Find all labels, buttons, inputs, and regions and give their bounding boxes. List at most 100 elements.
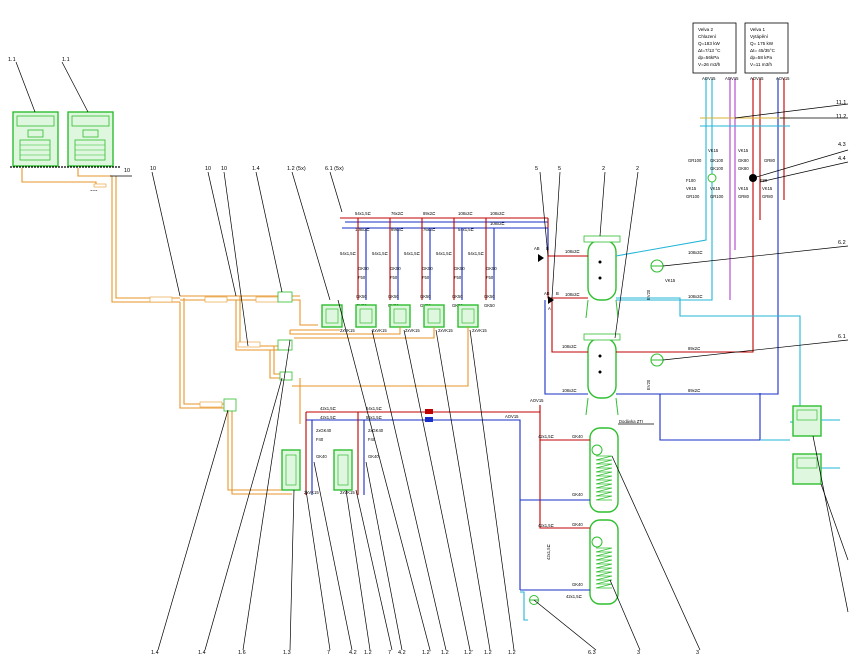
- svg-text:1.4: 1.4: [198, 650, 206, 656]
- svg-text:GK50: GK50: [358, 266, 369, 271]
- svg-text:1.2': 1.2': [464, 650, 473, 656]
- svg-text:V=26 m3/h: V=26 m3/h: [698, 62, 721, 67]
- svg-text:108x2⊏: 108x2⊏: [490, 211, 505, 216]
- svg-text:42x1,5⊏: 42x1,5⊏: [538, 434, 554, 439]
- svg-text:GR100: GR100: [686, 194, 700, 199]
- storage-tank-top: [589, 427, 619, 513]
- storage-label: Dodávka ZTI: [619, 419, 643, 424]
- svg-text:4.2: 4.2: [398, 650, 406, 656]
- svg-text:AOV15: AOV15: [776, 76, 790, 81]
- svg-text:GK40: GK40: [572, 522, 583, 527]
- svg-text:F50: F50: [358, 275, 366, 280]
- svg-text:GK100: GK100: [710, 166, 724, 171]
- svg-text:1.6: 1.6: [238, 650, 246, 656]
- tag-2-b: 2: [636, 166, 639, 172]
- svg-text:GR100: GR100: [710, 194, 724, 199]
- tag-5-b: 5: [558, 166, 561, 172]
- svg-text:AOV15: AOV15: [750, 76, 764, 81]
- svg-text:GK40: GK40: [316, 454, 327, 459]
- svg-text:108x2⊏: 108x2⊏: [565, 292, 580, 297]
- svg-text:dp=58 kPa: dp=58 kPa: [750, 55, 773, 60]
- svg-text:GK50: GK50: [484, 303, 495, 308]
- svg-text:~~~: ~~~: [90, 188, 98, 193]
- svg-text:2xVK15: 2xVK15: [340, 490, 355, 495]
- tag-10-d: 10: [221, 166, 227, 172]
- svg-text:1.4: 1.4: [151, 650, 159, 656]
- svg-text:AOV15: AOV15: [725, 76, 739, 81]
- svg-text:B: B: [556, 291, 559, 296]
- svg-text:1.2: 1.2: [508, 650, 516, 656]
- svg-text:GK50: GK50: [454, 266, 465, 271]
- tag-4-3: 4.3: [838, 142, 846, 148]
- svg-text:54x1,5⊏: 54x1,5⊏: [366, 406, 382, 411]
- svg-text:A: A: [548, 306, 551, 311]
- lower-units: [281, 449, 353, 491]
- svg-text:GK50: GK50: [484, 294, 495, 299]
- tag-6-2: 6.2: [838, 240, 846, 246]
- svg-text:Q= 175 kW: Q= 175 kW: [750, 41, 774, 46]
- outdoor-unit-2: [67, 111, 114, 167]
- svg-text:108x2⊏: 108x2⊏: [688, 250, 703, 255]
- svg-text:4.2: 4.2: [349, 650, 357, 656]
- tag-10-b: 10: [150, 166, 156, 172]
- svg-text:89x2⊏: 89x2⊏: [423, 211, 436, 216]
- svg-text:108x2⊏: 108x2⊏: [355, 227, 370, 232]
- svg-text:42x1,5⊏: 42x1,5⊏: [566, 594, 582, 599]
- buffer-tank-bottom: [583, 333, 621, 416]
- hp-piping: [615, 78, 801, 441]
- svg-text:2xVK15: 2xVK15: [472, 328, 487, 333]
- tag-1-2-5x: 1.2 (5x): [287, 166, 306, 172]
- tag-6-1: 6.1: [838, 334, 846, 340]
- svg-text:2xVK15: 2xVK15: [340, 328, 355, 333]
- aov15-lower: AOV15: [505, 414, 519, 419]
- svg-text:AB: AB: [544, 291, 550, 296]
- pipe-labels-top: 54x1,5⊏ 76x2⊏ 89x2⊏ 108x2⊏ 108x2⊏ 108x2⊏…: [355, 211, 505, 232]
- svg-text:F100: F100: [686, 178, 696, 183]
- svg-text:54x1,5⊏: 54x1,5⊏: [458, 227, 474, 232]
- heat-pump-velva-1: Velva 1 Vytápění Q= 175 kW Δt= 45/35°C d…: [744, 22, 789, 74]
- svg-text:GK50: GK50: [486, 266, 497, 271]
- tag-1-1-a: 1.1: [8, 57, 16, 63]
- svg-text:Q=183 kW: Q=183 kW: [698, 41, 720, 46]
- svg-text:2xVK15: 2xVK15: [438, 328, 453, 333]
- svg-text:Velva 1: Velva 1: [750, 27, 766, 32]
- svg-text:2xGK40: 2xGK40: [316, 428, 332, 433]
- svg-text:GR80: GR80: [762, 194, 774, 199]
- tag-6-1-5x: 6.1 (5x): [325, 166, 344, 172]
- svg-text:GK40: GK40: [572, 492, 583, 497]
- svg-text:108x2⊏: 108x2⊏: [565, 249, 580, 254]
- svg-text:GR100: GR100: [688, 158, 702, 163]
- svg-text:89x2⊏: 89x2⊏: [688, 388, 701, 393]
- svg-text:GK100: GK100: [710, 158, 724, 163]
- svg-text:42x1,5⊏: 42x1,5⊏: [320, 415, 336, 420]
- svg-text:54x1,5⊏: 54x1,5⊏: [468, 251, 484, 256]
- right-units: [792, 405, 822, 485]
- svg-text:89x2⊏: 89x2⊏: [391, 227, 404, 232]
- svg-text:108x2⊏: 108x2⊏: [562, 388, 577, 393]
- svg-text:VK15: VK15: [686, 186, 697, 191]
- svg-text:F40: F40: [316, 437, 324, 442]
- bottom-tags: 1.4 1.4 1.6 1.3 7 4.2 1.2 7 4.2 1.2' 1.2…: [151, 650, 699, 656]
- svg-text:F50: F50: [390, 275, 398, 280]
- svg-text:AOV15: AOV15: [702, 76, 716, 81]
- svg-text:Δt=7/13 °C: Δt=7/13 °C: [698, 48, 721, 53]
- svg-text:76x2⊏: 76x2⊏: [391, 211, 404, 216]
- svg-text:54x1,5⊏: 54x1,5⊏: [404, 251, 420, 256]
- svg-text:GK50: GK50: [356, 294, 367, 299]
- svg-text:7: 7: [388, 650, 391, 656]
- svg-text:VK15: VK15: [762, 186, 773, 191]
- tag-10-c: 10: [205, 166, 211, 172]
- svg-text:F40: F40: [368, 437, 376, 442]
- svg-text:54x1,5⊏: 54x1,5⊏: [366, 415, 382, 420]
- indoor-units: 2xVK15 2xVK15 2xVK15 2xVK15 2xVK15: [321, 304, 487, 333]
- svg-text:1.2': 1.2': [422, 650, 431, 656]
- svg-text:2xVK15: 2xVK15: [304, 490, 319, 495]
- svg-text:GK80: GK80: [738, 166, 749, 171]
- svg-text:6.3: 6.3: [588, 650, 596, 656]
- svg-text:VK15: VK15: [738, 186, 749, 191]
- svg-text:2xVK15: 2xVK15: [372, 328, 387, 333]
- svg-text:GK50: GK50: [420, 294, 431, 299]
- outdoor-unit-1: [12, 111, 59, 167]
- tag-2-a: 2: [602, 166, 605, 172]
- svg-text:7: 7: [327, 650, 330, 656]
